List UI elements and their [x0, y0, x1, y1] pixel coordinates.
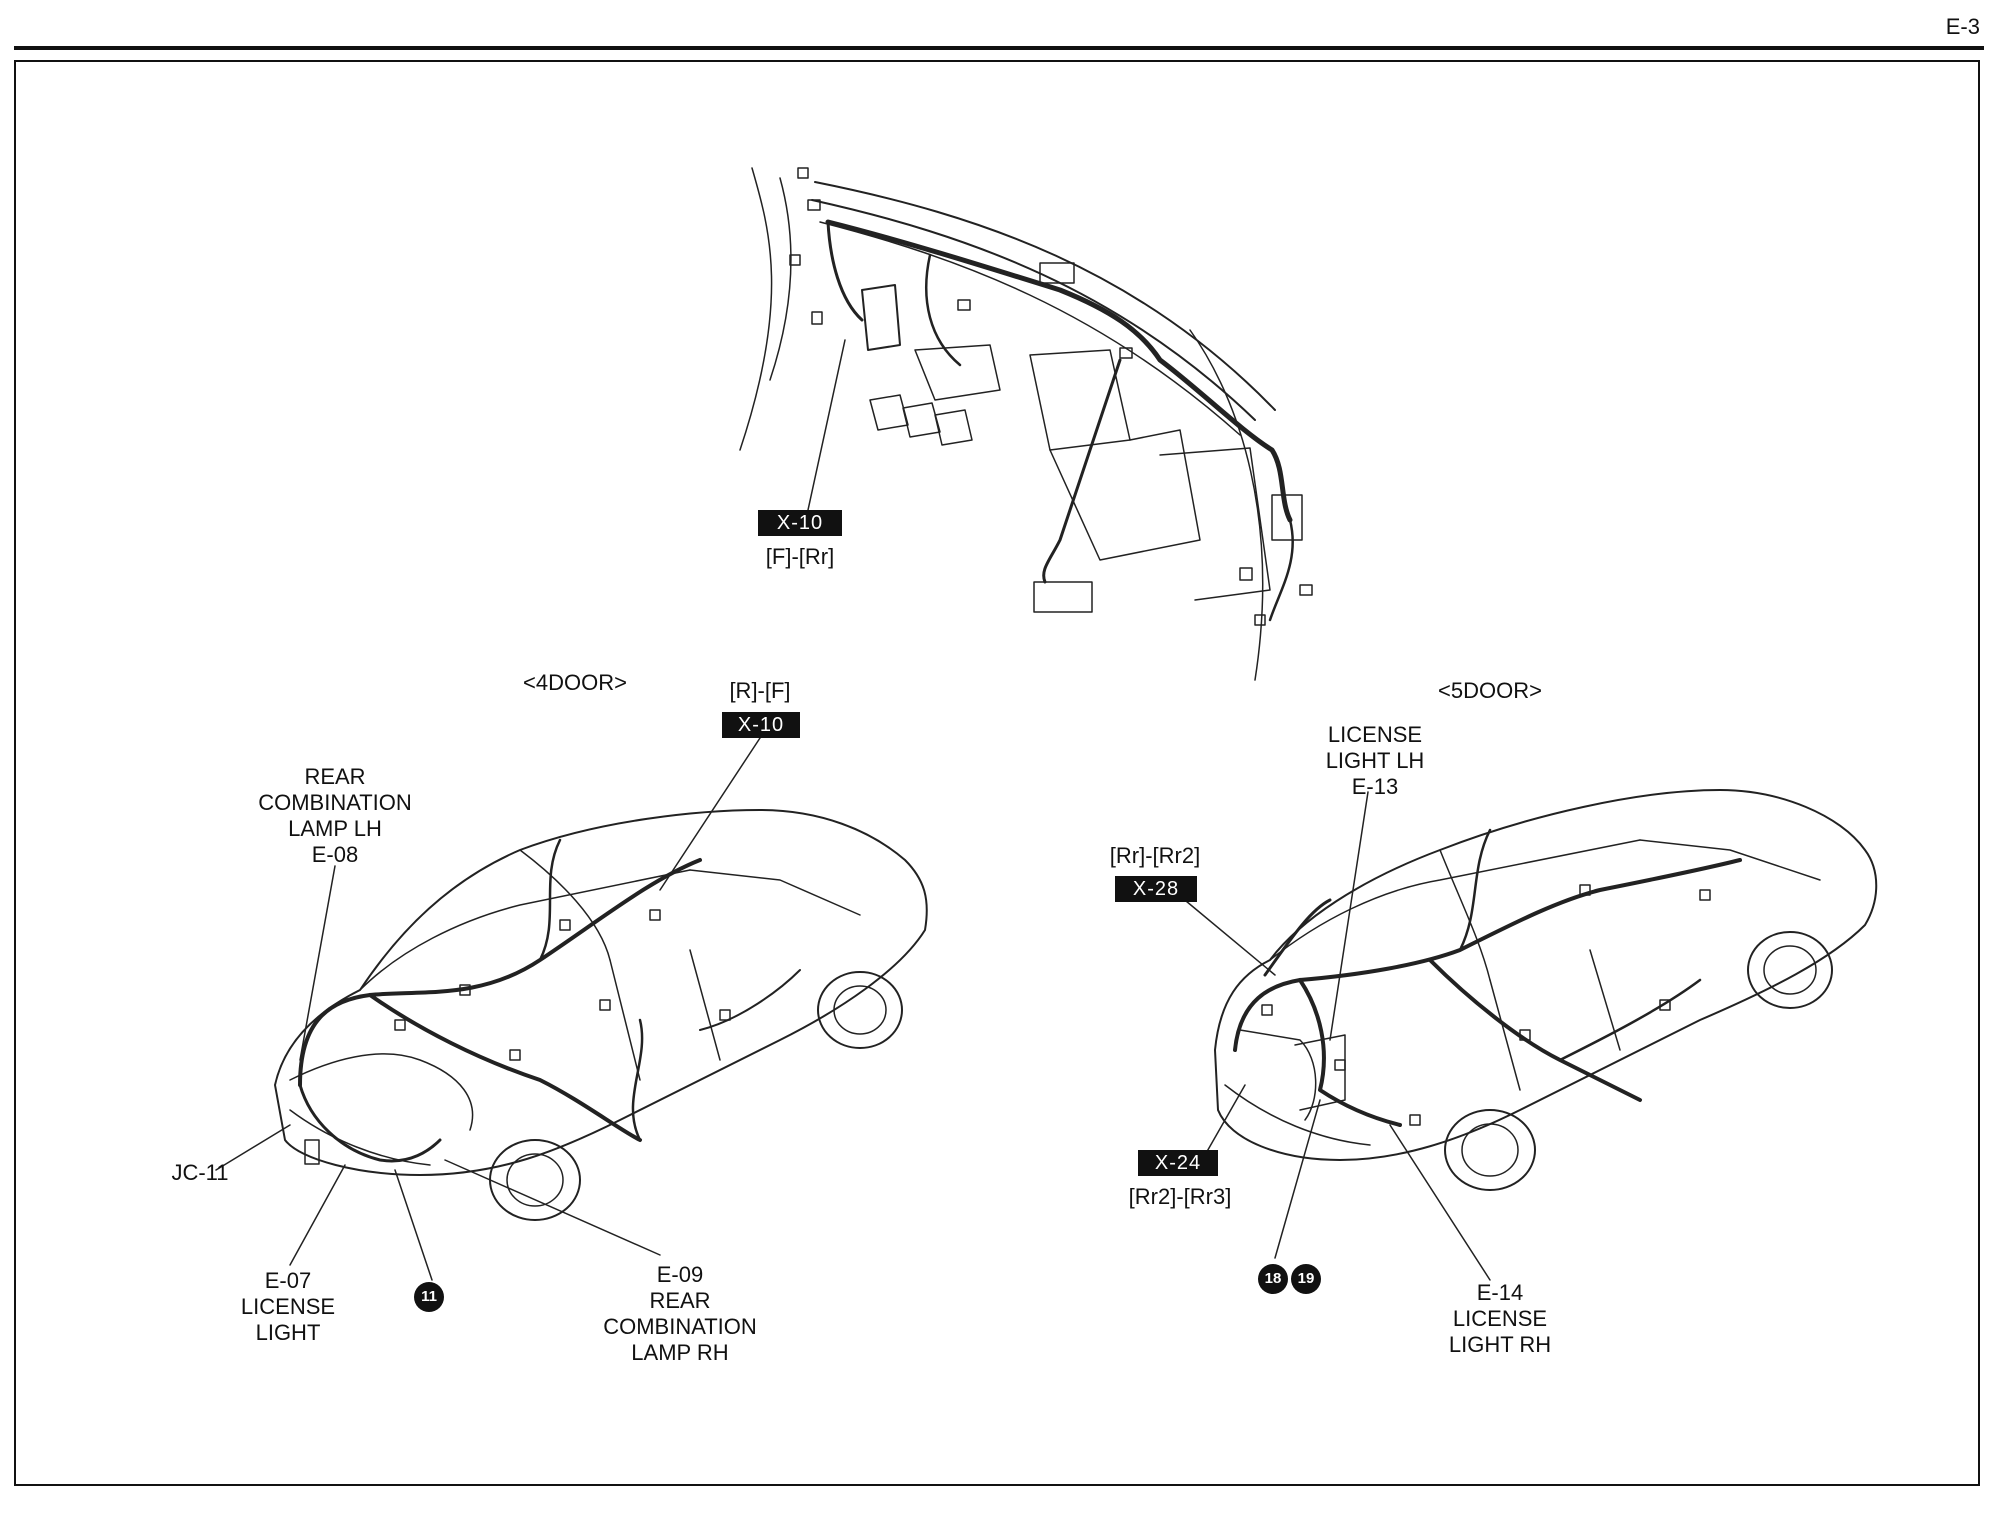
e09-line-4: LAMP RH [631, 1340, 729, 1365]
e07-line-2: LICENSE [240, 1294, 336, 1319]
e07-line-1: E-07 [264, 1268, 312, 1293]
e13-line-3: E-13 [1351, 774, 1399, 799]
label-e07-license-light: E-07 LICENSE LIGHT [228, 1268, 348, 1346]
view-label-5door: <5DOOR> [1438, 678, 1542, 703]
connector-x24-pair: [Rr2]-[Rr3] [1128, 1184, 1232, 1209]
header-rule [14, 46, 1984, 50]
connector-x28-id: X-28 [1115, 876, 1197, 902]
e09-line-1: E-09 [656, 1262, 704, 1287]
connector-x10-rear-pair: [R]-[F] [729, 678, 791, 703]
label-e09-rear-combination-lamp-rh: E-09 REAR COMBINATION LAMP RH [585, 1262, 775, 1366]
view-label-4door: <4DOOR> [523, 670, 627, 695]
e14-line-1: E-14 [1476, 1280, 1524, 1305]
label-jc11: JC-11 [171, 1160, 229, 1185]
ground-point-19: 19 [1291, 1264, 1321, 1294]
e09-line-3: COMBINATION [603, 1314, 757, 1339]
e08-line-4: E-08 [311, 842, 359, 867]
connector-x10-rear-id: X-10 [722, 712, 800, 738]
connector-x28-pair: [Rr]-[Rr2] [1109, 843, 1201, 868]
e08-line-2: COMBINATION [258, 790, 412, 815]
connector-x10-top-id: X-10 [758, 510, 842, 536]
e13-line-1: LICENSE [1327, 722, 1423, 747]
ground-point-11: 11 [414, 1282, 444, 1312]
label-e08-rear-combination-lamp-lh: REAR COMBINATION LAMP LH E-08 [240, 764, 430, 868]
label-e13-license-light-lh: LICENSE LIGHT LH E-13 [1300, 722, 1450, 800]
e14-line-2: LICENSE [1452, 1306, 1548, 1331]
e07-line-3: LIGHT [255, 1320, 321, 1345]
e08-line-1: REAR [304, 764, 366, 789]
connector-x10-top-pair: [F]-[Rr] [765, 544, 835, 569]
diagram-frame [14, 60, 1980, 1486]
connector-x24-id: X-24 [1138, 1150, 1218, 1176]
e09-line-2: REAR [649, 1288, 711, 1313]
five-door-car [1179, 789, 1878, 1281]
ground-point-18: 18 [1258, 1264, 1288, 1294]
page-number: E-3 [1945, 14, 1980, 39]
four-door-car [215, 737, 928, 1281]
label-e14-license-light-rh: E-14 LICENSE LIGHT RH [1420, 1280, 1580, 1358]
dashboard-view [739, 167, 1313, 681]
e14-line-3: LIGHT RH [1448, 1332, 1552, 1357]
e13-line-2: LIGHT LH [1325, 748, 1425, 773]
e08-line-3: LAMP LH [288, 816, 382, 841]
